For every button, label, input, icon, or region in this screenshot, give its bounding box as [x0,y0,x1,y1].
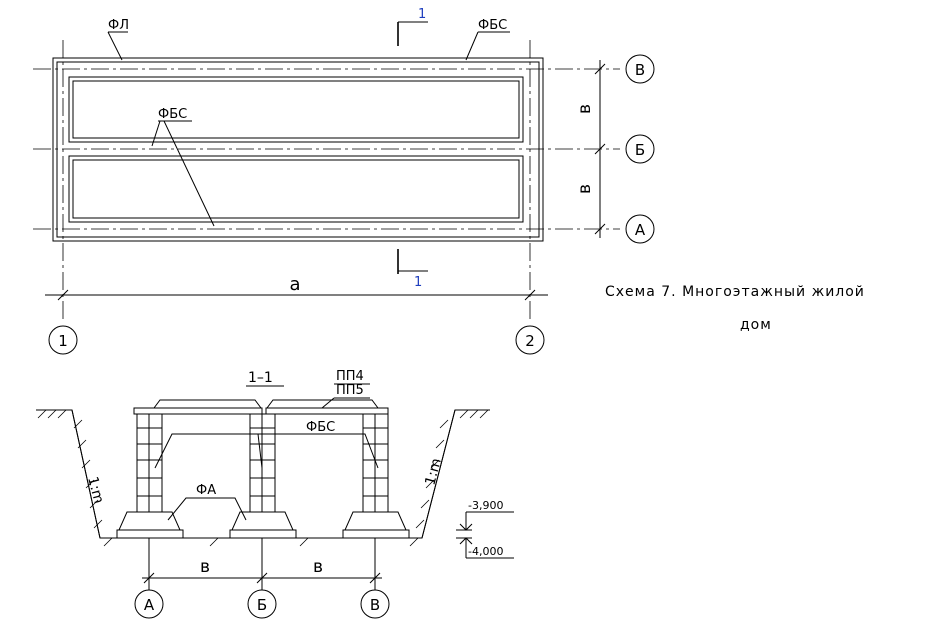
slope-left-label: 1:m [84,475,107,505]
section-dim-b2: в [313,557,323,577]
dim-b2-label: в [575,184,595,194]
axis-bubble-v [625,54,655,84]
label-fbs-section: ФБС [306,420,335,435]
axis-bubble-a-label: А [635,221,646,239]
caption: Схема 7. Многоэтажный жилой дом [605,284,865,333]
elevation-top-label: -3,900 [468,499,503,512]
footing-outline-outer [52,57,544,242]
section-mark-bottom: 1 [414,275,422,290]
section-bubble-v [360,589,390,619]
wall-panel-top-inner [72,80,520,139]
caption-line-1: Схема 7. Многоэтажный жилой [605,284,865,300]
leader-pp5 [321,397,335,409]
label-fbs-inner: ФБС [158,107,187,122]
axis-bubble-1 [48,325,78,355]
dim-b1-label: в [575,104,595,114]
axis-bubble-b [625,134,655,164]
label-fbs-top: ФБС [478,18,507,33]
dim-tick [594,223,606,235]
elevation-marks: -3,900 -4,000 [456,499,514,559]
wall-column-a [116,413,184,539]
dim-tick [594,63,606,75]
section-bubble-b [247,589,277,619]
axis-bubble-1-label: 1 [58,332,68,350]
leader-fbs-section [154,433,379,469]
label-fl: ФЛ [108,18,129,33]
section-dim-b1: в [200,557,210,577]
wall-panel-bottom-outer [68,155,524,223]
wall-column-b [229,413,297,539]
dim-tick [143,572,155,584]
axis-bubble-2 [515,325,545,355]
dim-tick [369,572,381,584]
leader-fa [167,497,247,521]
wall-panel-bottom-inner [72,159,520,219]
section-title: 1–1 [248,370,273,386]
section-bubble-b-label: Б [257,596,267,614]
label-pp5: ПП5 [336,383,364,398]
label-fa: ФА [196,483,216,498]
slope-right-label: 1:m [422,457,445,487]
slab-joint-right [266,399,379,409]
floor-slab-left [133,407,263,415]
leader-fbs-top [465,31,479,61]
section-bubble-v-label: В [370,596,380,614]
leader-fl [107,31,123,61]
wall-panel-top-outer [68,76,524,143]
floor-slab-right [265,407,389,415]
caption-line-2: дом [740,317,772,333]
dim-a-label: a [289,274,300,295]
section-mark-top: 1 [418,7,426,22]
axis-bubble-a [625,214,655,244]
trench-left-slope [71,409,101,539]
footing-outline-inner [56,61,540,238]
slab-joint-left [153,399,262,409]
leader-fbs-inner-2 [163,120,215,227]
ground-hatching [37,409,489,547]
label-pp4: ПП4 [336,369,364,384]
trench-outline [36,409,490,539]
plan-view: a в в В Б А 1 2 1 1 ФЛ ФБС [33,7,655,355]
elevation-bottom-label: -4,000 [468,545,503,558]
section-bubble-a-label: А [144,596,155,614]
wall-column-v [342,413,410,539]
axis-bubble-2-label: 2 [525,332,535,350]
leader-fbs-section-mid [257,433,263,469]
leader-fbs-inner-1 [151,120,161,147]
dim-tick [256,572,268,584]
section-view: 1–1 [36,369,514,619]
dim-tick [57,289,69,301]
axis-bubble-v-label: В [635,61,645,79]
axis-bubble-b-label: Б [635,141,645,159]
trench-right-slope [421,409,456,539]
section-bubble-a [134,589,164,619]
dim-tick [524,289,536,301]
dim-tick [594,143,606,155]
